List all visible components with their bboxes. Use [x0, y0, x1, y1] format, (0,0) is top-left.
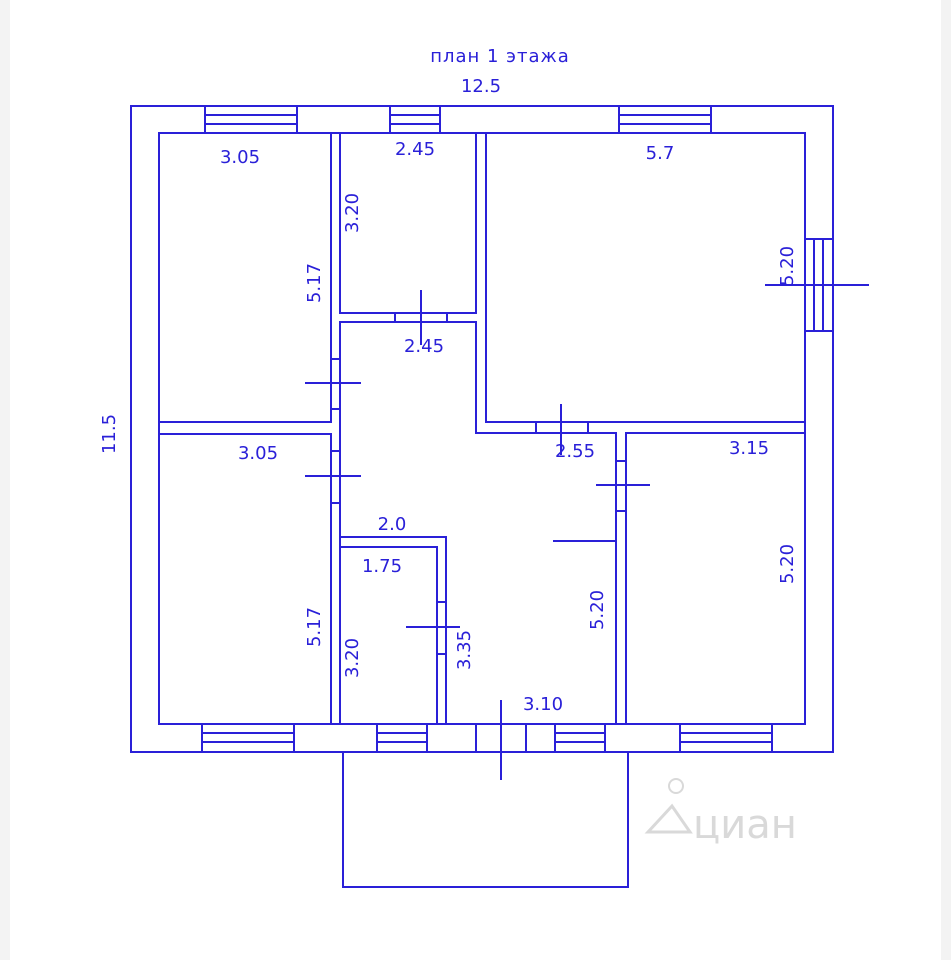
- room-top-right-width: 5.7: [646, 143, 675, 164]
- hall-width: 2.45: [404, 336, 444, 357]
- door-bottom-right: [596, 460, 650, 512]
- room-top-small-height: 3.20: [342, 193, 363, 233]
- room-bottom-right-height: 5.20: [777, 544, 798, 584]
- room-top-right-height: 5.20: [777, 246, 798, 286]
- room-bottom-right: 3.15 5.20: [625, 432, 805, 724]
- window-bottom-1: [201, 723, 295, 753]
- window-top-right: [618, 105, 712, 134]
- watermark: циан: [644, 778, 797, 848]
- window-top-middle: [389, 105, 441, 134]
- room-bottom-right-width: 3.15: [729, 438, 769, 459]
- window-bottom-2: [376, 723, 428, 753]
- window-top-left: [204, 105, 298, 134]
- room-bottom-left-height: 5.17: [304, 607, 325, 647]
- watermark-text: циан: [693, 802, 797, 848]
- room-bottom-left-width: 3.05: [238, 443, 278, 464]
- door-top-small: [394, 290, 448, 345]
- windows: [201, 105, 834, 753]
- door-entrance: [475, 700, 527, 780]
- doors: [305, 284, 869, 780]
- door-top-right: [535, 404, 589, 455]
- plan-title: план 1 этажа: [430, 46, 570, 67]
- porch-outline: [342, 752, 629, 888]
- cian-logo-icon: [644, 778, 693, 834]
- room-top-small: 2.45 3.20: [339, 132, 617, 724]
- door-bathroom: [406, 601, 460, 655]
- door-top-left: [305, 358, 361, 410]
- room-bottom-left: 3.05 5.17: [238, 443, 325, 647]
- outer-walls: [130, 105, 834, 753]
- overall-width-label: 12.5: [461, 76, 501, 97]
- overall-height-label: 11.5: [99, 414, 120, 454]
- plan-sheet: план 1 этажа 12.5 11.5 3.05 5.17 2.45 3.…: [10, 0, 941, 960]
- corridor-width-top: 2.0: [378, 514, 407, 535]
- window-bottom-4: [679, 723, 773, 753]
- room-top-small-width: 2.45: [395, 139, 435, 160]
- corridor-height-left: 3.35: [454, 630, 475, 670]
- room-top-right: 5.7 5.20: [485, 133, 805, 423]
- corridor-width-right: 2.55: [555, 441, 595, 462]
- window-bottom-3: [554, 723, 606, 753]
- corridor-width-bottom: 3.10: [523, 694, 563, 715]
- room-top-left-height: 5.17: [304, 263, 325, 303]
- bathroom-height: 3.20: [342, 638, 363, 678]
- corridor: 2.0 3.10 2.55 3.35 5.20: [378, 441, 608, 715]
- room-top-left-width: 3.05: [220, 147, 260, 168]
- room-top-left: 3.05 5.17: [159, 133, 332, 724]
- floor-plan-drawing: план 1 этажа 12.5 11.5 3.05 5.17 2.45 3.…: [99, 46, 869, 888]
- bathroom-width: 1.75: [362, 556, 402, 577]
- room-bathroom: 1.75 3.20: [340, 536, 447, 724]
- door-bottom-left: [305, 450, 361, 504]
- corridor-height-right: 5.20: [587, 590, 608, 630]
